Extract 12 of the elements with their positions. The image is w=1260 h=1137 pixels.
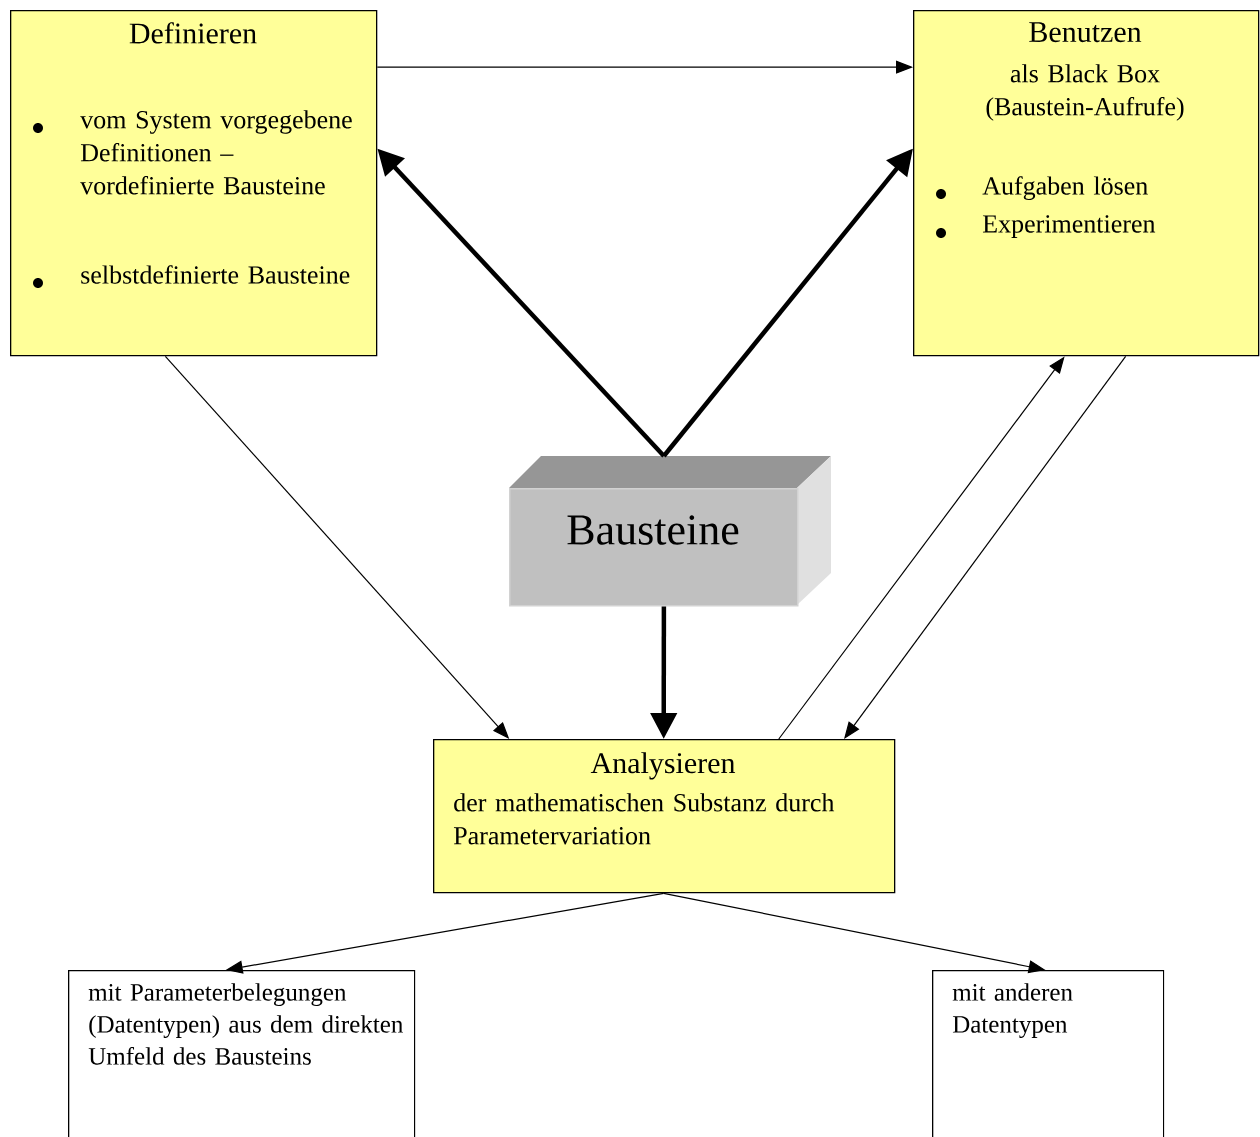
- box-text: mit anderen Datentypen: [952, 983, 1073, 1038]
- bullet-item: vom System vorgegebene Definitionen – vordefinierte Bausteine: [33, 110, 352, 195]
- bullet-item: Aufgaben lösen: [936, 176, 1148, 201]
- box-heading: Benutzen: [1029, 22, 1142, 43]
- box-heading: Analysieren: [590, 752, 736, 780]
- box-text: der mathematischen Substanz durch Parametervariation: [453, 793, 835, 845]
- box-heading: Definieren: [129, 22, 257, 44]
- box-text: mit Parameterbelegungen (Datentypen) aus dem direkten Umfeld des Bausteins: [88, 983, 403, 1065]
- box-text: als Black Box (Baustein-Aufrufe): [986, 64, 1184, 121]
- arrow: [844, 355, 1127, 739]
- bullet-item: selbstdefinierte Bausteine: [33, 265, 350, 288]
- bullet-item: Experimentieren: [936, 215, 1156, 238]
